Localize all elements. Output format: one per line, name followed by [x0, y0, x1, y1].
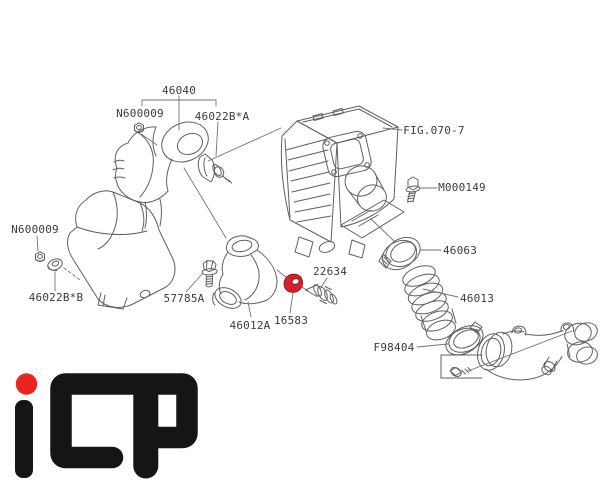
label-16583: 16583 — [274, 314, 308, 327]
hose-46013-drawing — [402, 265, 457, 341]
label-46022bb: 46022B*B — [29, 291, 84, 304]
nut-n600009-upper-drawing — [134, 122, 144, 134]
label-f98404: F98404 — [374, 341, 415, 354]
air-cleaner-case-drawing — [280, 105, 405, 259]
label-n600009-left: N600009 — [11, 223, 59, 236]
label-46013: 46013 — [460, 292, 494, 305]
label-46063: 46063 — [443, 244, 477, 257]
label-22634: 22634 — [313, 265, 347, 278]
leader-lines — [36, 95, 573, 372]
nut-n600009-left-drawing — [35, 251, 45, 263]
intake-pipe-drawing — [477, 322, 598, 381]
clamp-46063-drawing — [378, 236, 421, 271]
part-labels: 46040 N600009 46022B*A FIG.070-7 M000149… — [11, 84, 494, 354]
bolt-57785a-drawing — [201, 260, 218, 288]
snorkel-46012a-drawing — [212, 235, 278, 309]
callout-box-drawing — [440, 354, 483, 379]
label-46022ba: 46022B*A — [195, 110, 250, 123]
bolt-m000149-drawing — [405, 176, 421, 203]
logo-letter-i — [15, 400, 33, 478]
icp-logo — [15, 373, 198, 479]
logo-letter-cp — [50, 373, 198, 469]
label-57785a: 57785A — [164, 292, 205, 305]
label-m000149: M000149 — [438, 181, 486, 194]
bolt-46022ba-drawing — [197, 153, 232, 184]
grommet-hole — [291, 278, 300, 285]
washer-46022bb-drawing — [47, 258, 63, 272]
grommet-16583-highlight — [283, 273, 303, 293]
air-duct-46040-drawing — [112, 121, 209, 229]
clamp-f98404-drawing — [445, 321, 484, 356]
label-fig-070-7: FIG.070-7 — [403, 124, 464, 137]
label-46012a: 46012A — [230, 319, 271, 332]
resonator-box-drawing — [67, 190, 176, 310]
logo-dot — [15, 373, 38, 395]
label-n600009-upper: N600009 — [116, 107, 164, 120]
label-46040: 46040 — [162, 84, 196, 97]
